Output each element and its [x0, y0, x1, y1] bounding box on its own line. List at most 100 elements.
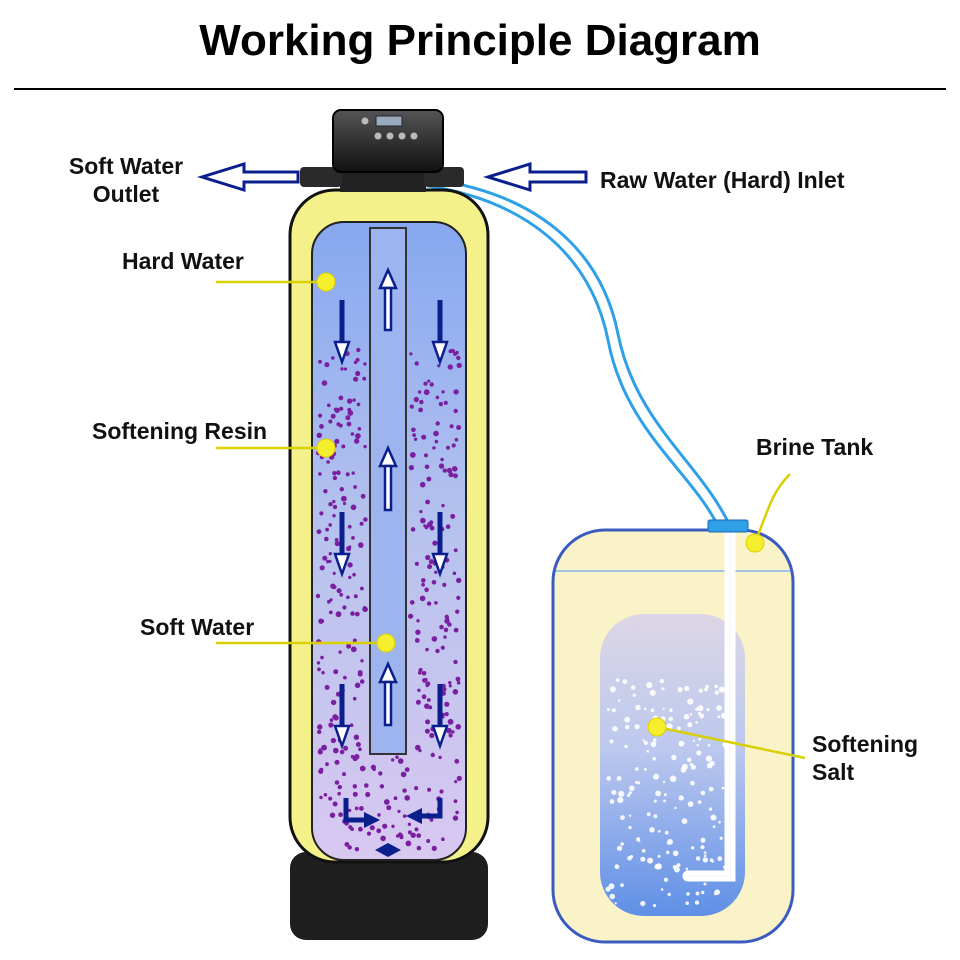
resin-bead: [345, 472, 350, 477]
resin-bead: [352, 572, 356, 577]
resin-bead: [348, 545, 352, 549]
salt-particle: [677, 687, 683, 693]
resin-bead: [323, 489, 328, 494]
resin-bead: [431, 580, 437, 585]
resin-bead: [430, 752, 435, 758]
salt-particle: [676, 726, 681, 731]
resin-bead: [391, 758, 395, 762]
resin-bead: [338, 650, 342, 654]
resin-bead: [446, 727, 452, 734]
salt-particle: [704, 687, 708, 692]
salt-particle: [718, 686, 725, 693]
resin-bead: [358, 747, 362, 751]
resin-bead: [446, 445, 450, 450]
marker-dots: [316, 272, 765, 737]
resin-bead: [419, 481, 426, 488]
salt-particle: [649, 689, 656, 696]
resin-bead: [355, 742, 361, 747]
resin-bead: [409, 452, 416, 458]
resin-bead: [328, 419, 333, 424]
resin-bead: [356, 347, 361, 353]
resin-bead: [351, 536, 355, 540]
resin-bead: [334, 780, 340, 785]
salt-particle: [676, 863, 681, 868]
resin-bead: [425, 719, 431, 725]
resin-bead: [451, 730, 455, 734]
salt-particle: [714, 684, 719, 689]
resin-bead: [425, 554, 431, 561]
soft-water-outlet-label: Soft Water Outlet: [58, 152, 194, 208]
resin-bead: [439, 624, 444, 630]
resin-bead: [347, 398, 353, 404]
softening-salt-label: Softening Salt: [812, 730, 918, 786]
resin-bead: [349, 723, 354, 727]
valve-button: [398, 132, 406, 140]
salt-particle: [622, 679, 628, 684]
flow-arrow-down: [333, 512, 351, 578]
salt-particle: [683, 713, 690, 720]
resin-bead: [339, 406, 344, 411]
salt-particle: [686, 892, 690, 896]
resin-bead: [330, 737, 336, 744]
resin-bead: [450, 513, 456, 519]
resin-bead: [354, 438, 360, 444]
resin-bead: [359, 765, 366, 772]
salt-particle: [710, 814, 717, 821]
salt-particle: [608, 883, 615, 890]
salt-particles: [605, 678, 729, 908]
valve-button: [386, 132, 394, 140]
resin-marker: [316, 438, 336, 458]
resin-bead: [454, 437, 459, 442]
resin-bead: [452, 571, 457, 576]
resin-bead: [448, 681, 452, 685]
resin-bead: [358, 826, 363, 832]
flow-arrow-turn: [406, 798, 443, 824]
resin-bead: [449, 424, 454, 429]
flow-arrow-down: [333, 684, 351, 750]
resin-bead: [350, 432, 355, 436]
salt-particle: [632, 693, 636, 697]
resin-bead: [339, 749, 345, 755]
resin-bead: [414, 827, 419, 832]
resin-bead: [359, 521, 364, 526]
resin-bead: [427, 787, 432, 792]
resin-bead: [448, 472, 454, 478]
resin-bead: [328, 796, 333, 801]
resin-bead: [317, 667, 321, 672]
salt-particle: [653, 773, 660, 780]
salt-particle: [624, 744, 628, 749]
resin-bead: [418, 749, 422, 753]
resin-bead: [397, 758, 404, 764]
resin-bead: [431, 636, 438, 642]
softening-salt-line1: Softening: [812, 731, 919, 757]
resin-bead: [456, 680, 461, 685]
salt-particle: [609, 893, 616, 900]
salt-particle: [684, 685, 690, 692]
resin-bead: [417, 390, 422, 394]
salt-particle: [634, 781, 638, 784]
resin-bead: [350, 754, 355, 759]
resin-bead: [413, 396, 419, 403]
resin-bead: [324, 684, 330, 690]
salt-particle: [691, 846, 695, 850]
resin-bead: [427, 564, 433, 570]
salt-particle: [620, 815, 625, 820]
salt-particle: [681, 818, 688, 824]
soft-water-outlet-line1: Soft Water: [68, 153, 184, 179]
resin-bead: [456, 362, 462, 369]
salt-particle: [685, 867, 689, 871]
resin-bead: [425, 499, 430, 505]
salt-particle: [698, 688, 704, 693]
resin-bead: [352, 398, 356, 402]
softening-salt-line2: Salt: [812, 759, 855, 785]
salt-particle: [699, 713, 705, 719]
resin-bead: [365, 791, 371, 798]
resin-bead: [319, 511, 324, 516]
resin-bead: [321, 380, 328, 386]
valve-head: [332, 109, 444, 173]
resin-bead: [360, 659, 364, 663]
resin-bead: [353, 485, 357, 489]
resin-bead: [453, 659, 458, 665]
salt-particle: [700, 790, 706, 796]
salt-particle: [609, 799, 615, 804]
